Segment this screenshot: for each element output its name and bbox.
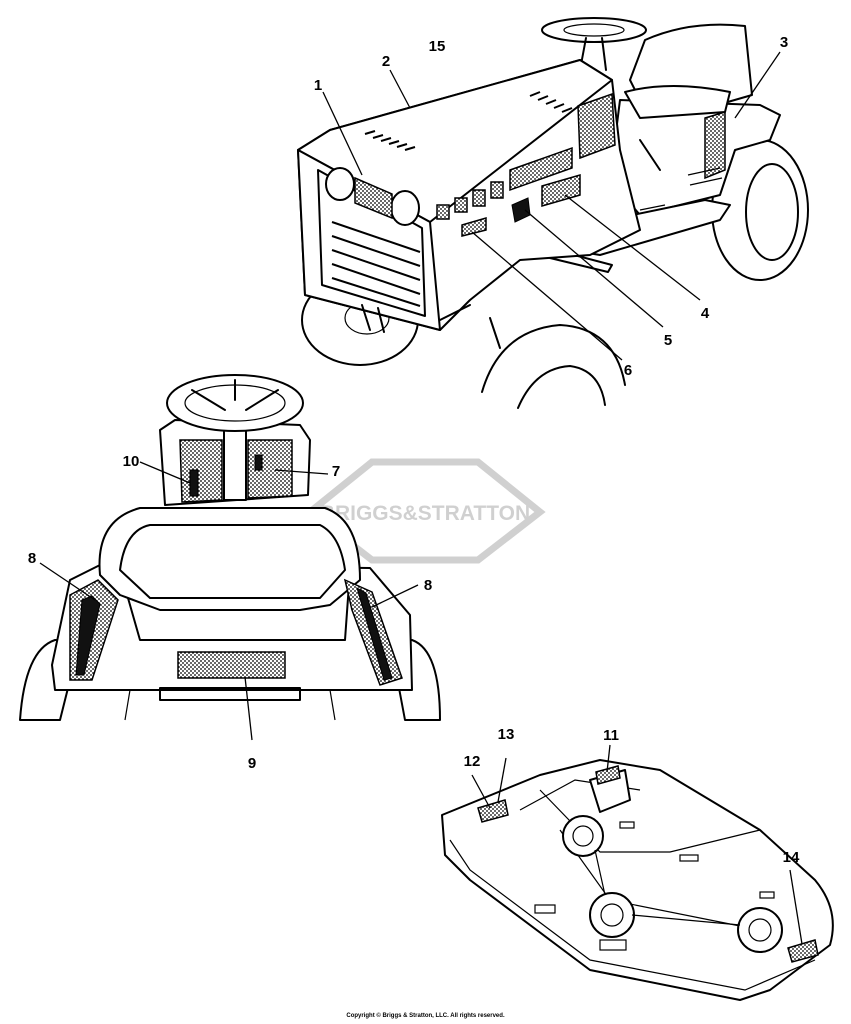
watermark-text: BRIGGS&STRATTON bbox=[320, 502, 530, 525]
callout-2: 2 bbox=[382, 53, 390, 70]
tractor-illustration bbox=[297, 17, 809, 409]
callout-3: 3 bbox=[780, 34, 788, 51]
callout-6: 6 bbox=[624, 362, 632, 379]
callout-labels: 1 2 3 4 5 6 7 8 8 9 10 11 12 13 14 15 bbox=[28, 34, 800, 866]
callout-1: 1 bbox=[314, 77, 322, 94]
callout-11: 11 bbox=[603, 727, 619, 744]
callout-4: 4 bbox=[701, 305, 710, 322]
copyright-notice: Copyright © Briggs & Stratton, LLC. All … bbox=[346, 1013, 505, 1019]
rear-view-illustration bbox=[19, 374, 441, 721]
callout-5: 5 bbox=[664, 332, 672, 349]
callout-9: 9 bbox=[248, 755, 256, 772]
callout-8-left: 8 bbox=[28, 550, 36, 567]
callout-13: 13 bbox=[498, 726, 515, 743]
callout-15: 15 bbox=[429, 38, 446, 55]
mower-deck-illustration bbox=[441, 759, 834, 1001]
leader-lines bbox=[39, 51, 803, 945]
callout-12: 12 bbox=[464, 753, 481, 770]
brand-watermark: BRIGGS&STRATTON bbox=[304, 458, 546, 564]
callout-8-right: 8 bbox=[424, 577, 432, 594]
callout-7: 7 bbox=[332, 463, 340, 480]
callout-10: 10 bbox=[123, 453, 140, 470]
callout-14: 14 bbox=[783, 849, 800, 866]
